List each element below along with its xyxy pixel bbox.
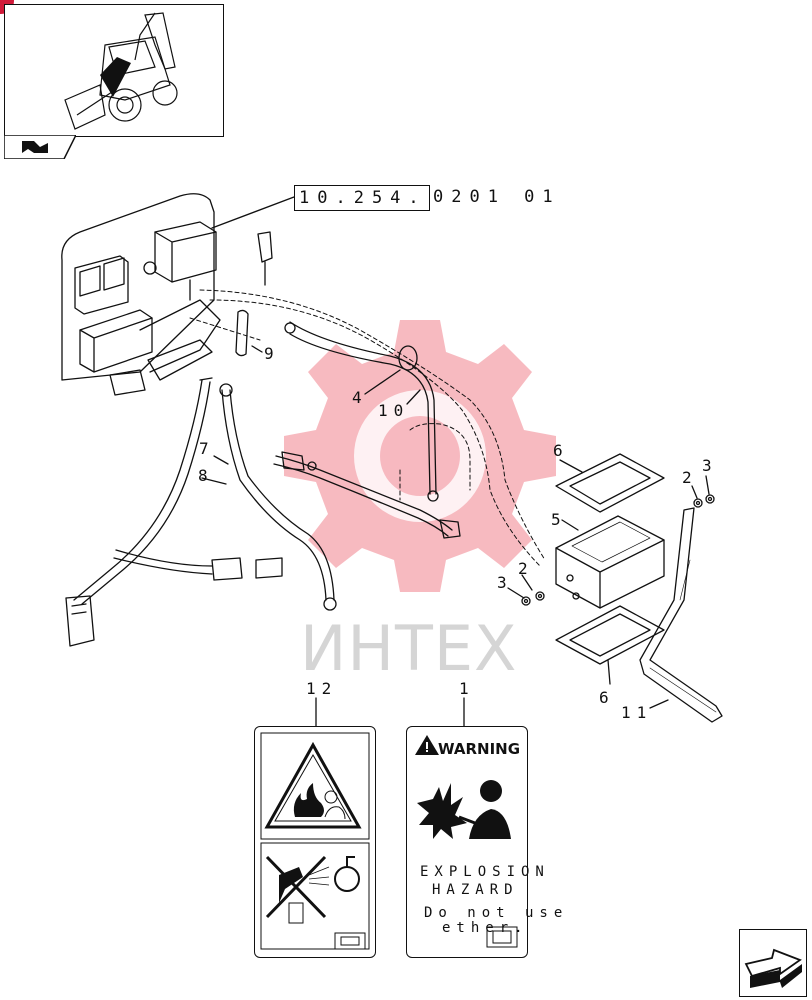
machine-thumbnail [4, 4, 224, 137]
callout-10: 10 [378, 401, 410, 420]
callout-12: 12 [306, 679, 338, 698]
callout-6-top: 6 [553, 441, 569, 460]
warning-line-2: HAZARD [432, 882, 519, 898]
callout-4: 4 [352, 388, 368, 407]
warning-line-4: ether. [442, 920, 529, 936]
callout-11: 11 [621, 703, 653, 722]
callout-1: 1 [459, 679, 475, 698]
callout-7: 7 [199, 439, 215, 458]
callout-9: 9 [264, 344, 280, 363]
callout-6-bottom: 6 [599, 688, 615, 707]
backhoe-loader-icon [64, 12, 178, 130]
callout-2-left: 2 [518, 559, 534, 578]
reference-code-box: 10.254. [294, 185, 430, 211]
callout-3-right: 3 [702, 456, 718, 475]
callout-3-left: 3 [497, 573, 513, 592]
callout-2-right: 2 [682, 468, 698, 487]
watermark-text: ИНТЕХ [300, 612, 518, 685]
warning-heading: WARNING [438, 740, 521, 758]
page-tab[interactable] [3, 134, 78, 160]
warning-line-1: EXPLOSION [420, 864, 550, 880]
decal-1 [406, 726, 528, 958]
decal-12 [254, 726, 376, 958]
warning-line-3: Do not use [424, 905, 569, 921]
fire-hazard-decal-art [260, 732, 370, 950]
reference-code-tail: 0201 01 [433, 187, 561, 207]
next-page-arrow-icon [744, 948, 802, 988]
explosion-hazard-decal-art [415, 735, 518, 948]
reference-code-boxed: 10.254. [299, 188, 427, 208]
next-page-button[interactable] [739, 929, 807, 997]
callout-5: 5 [551, 510, 567, 529]
callout-8: 8 [198, 466, 214, 485]
